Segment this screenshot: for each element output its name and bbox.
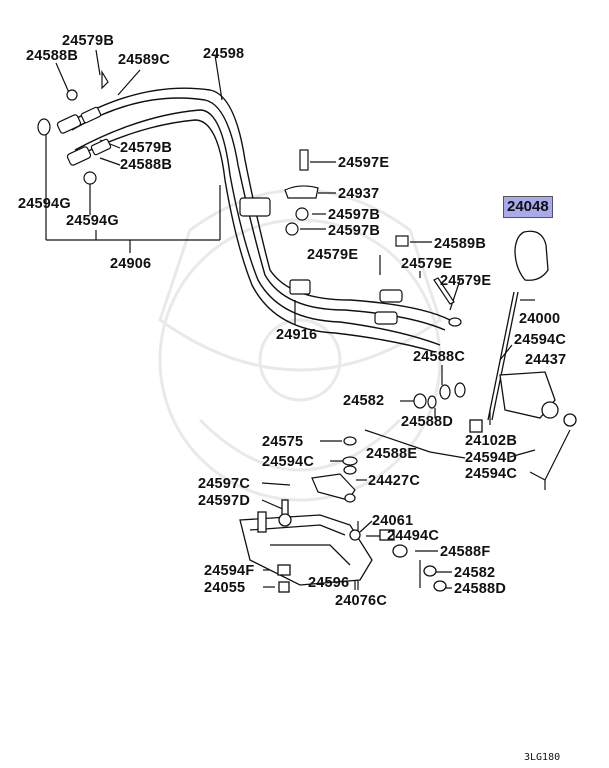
label-24582-2: 24582 bbox=[454, 565, 496, 581]
washers-mid bbox=[342, 382, 466, 475]
label-24916: 24916 bbox=[276, 327, 318, 343]
label-24579B-mid: 24579B bbox=[120, 140, 172, 156]
cable-brackets bbox=[239, 197, 403, 325]
small-parts-upper bbox=[284, 149, 462, 327]
cable-ends bbox=[37, 69, 112, 185]
label-24597B-2: 24597B bbox=[328, 223, 380, 239]
label-24000: 24000 bbox=[519, 311, 561, 327]
label-24594G-left: 24594G bbox=[18, 196, 71, 212]
label-24597B-1: 24597B bbox=[328, 207, 380, 223]
label-24588F: 24588F bbox=[440, 544, 491, 560]
label-24579E-2: 24579E bbox=[401, 256, 453, 272]
label-24588C: 24588C bbox=[413, 349, 465, 365]
label-24597D: 24597D bbox=[198, 493, 250, 509]
label-24589C: 24589C bbox=[118, 52, 170, 68]
shift-cables bbox=[64, 87, 451, 353]
label-24575: 24575 bbox=[262, 434, 304, 450]
label-24588D-2: 24588D bbox=[454, 581, 506, 597]
label-24048-highlighted[interactable]: 24048 bbox=[503, 196, 553, 218]
label-24589B: 24589B bbox=[434, 236, 486, 252]
label-24588B-mid: 24588B bbox=[120, 157, 172, 173]
label-24596: 24596 bbox=[308, 575, 350, 591]
label-24076C: 24076C bbox=[335, 593, 387, 609]
diagram-code: 3LG180 bbox=[524, 752, 561, 763]
label-24906: 24906 bbox=[110, 256, 152, 272]
label-24588D-1: 24588D bbox=[401, 414, 453, 430]
label-24594G-mid: 24594G bbox=[66, 213, 119, 229]
label-24594D: 24594D bbox=[465, 450, 517, 466]
label-24579B-top: 24579B bbox=[62, 33, 114, 49]
label-24579E-1: 24579E bbox=[307, 247, 359, 263]
label-24494C: 24494C bbox=[387, 528, 439, 544]
label-24597E: 24597E bbox=[338, 155, 390, 171]
label-24588B-top: 24588B bbox=[26, 48, 78, 64]
label-24594C-3: 24594C bbox=[465, 466, 517, 482]
label-24937: 24937 bbox=[338, 186, 380, 202]
label-24598: 24598 bbox=[203, 46, 245, 62]
label-24594F: 24594F bbox=[204, 563, 255, 579]
leader-lines bbox=[45, 49, 571, 590]
label-24102B: 24102B bbox=[465, 433, 517, 449]
label-24594C-1: 24594C bbox=[514, 332, 566, 348]
label-24579E-3: 24579E bbox=[440, 273, 492, 289]
label-24427C: 24427C bbox=[368, 473, 420, 489]
shift-knob-lever bbox=[469, 230, 577, 433]
label-24588E: 24588E bbox=[366, 446, 418, 462]
label-24437: 24437 bbox=[525, 352, 567, 368]
label-24061: 24061 bbox=[372, 513, 414, 529]
label-24594C-2: 24594C bbox=[262, 454, 314, 470]
label-24597C: 24597C bbox=[198, 476, 250, 492]
label-24055: 24055 bbox=[204, 580, 246, 596]
label-24582-1: 24582 bbox=[343, 393, 385, 409]
shift-base-housing bbox=[239, 499, 447, 593]
selector-lever bbox=[311, 473, 356, 503]
